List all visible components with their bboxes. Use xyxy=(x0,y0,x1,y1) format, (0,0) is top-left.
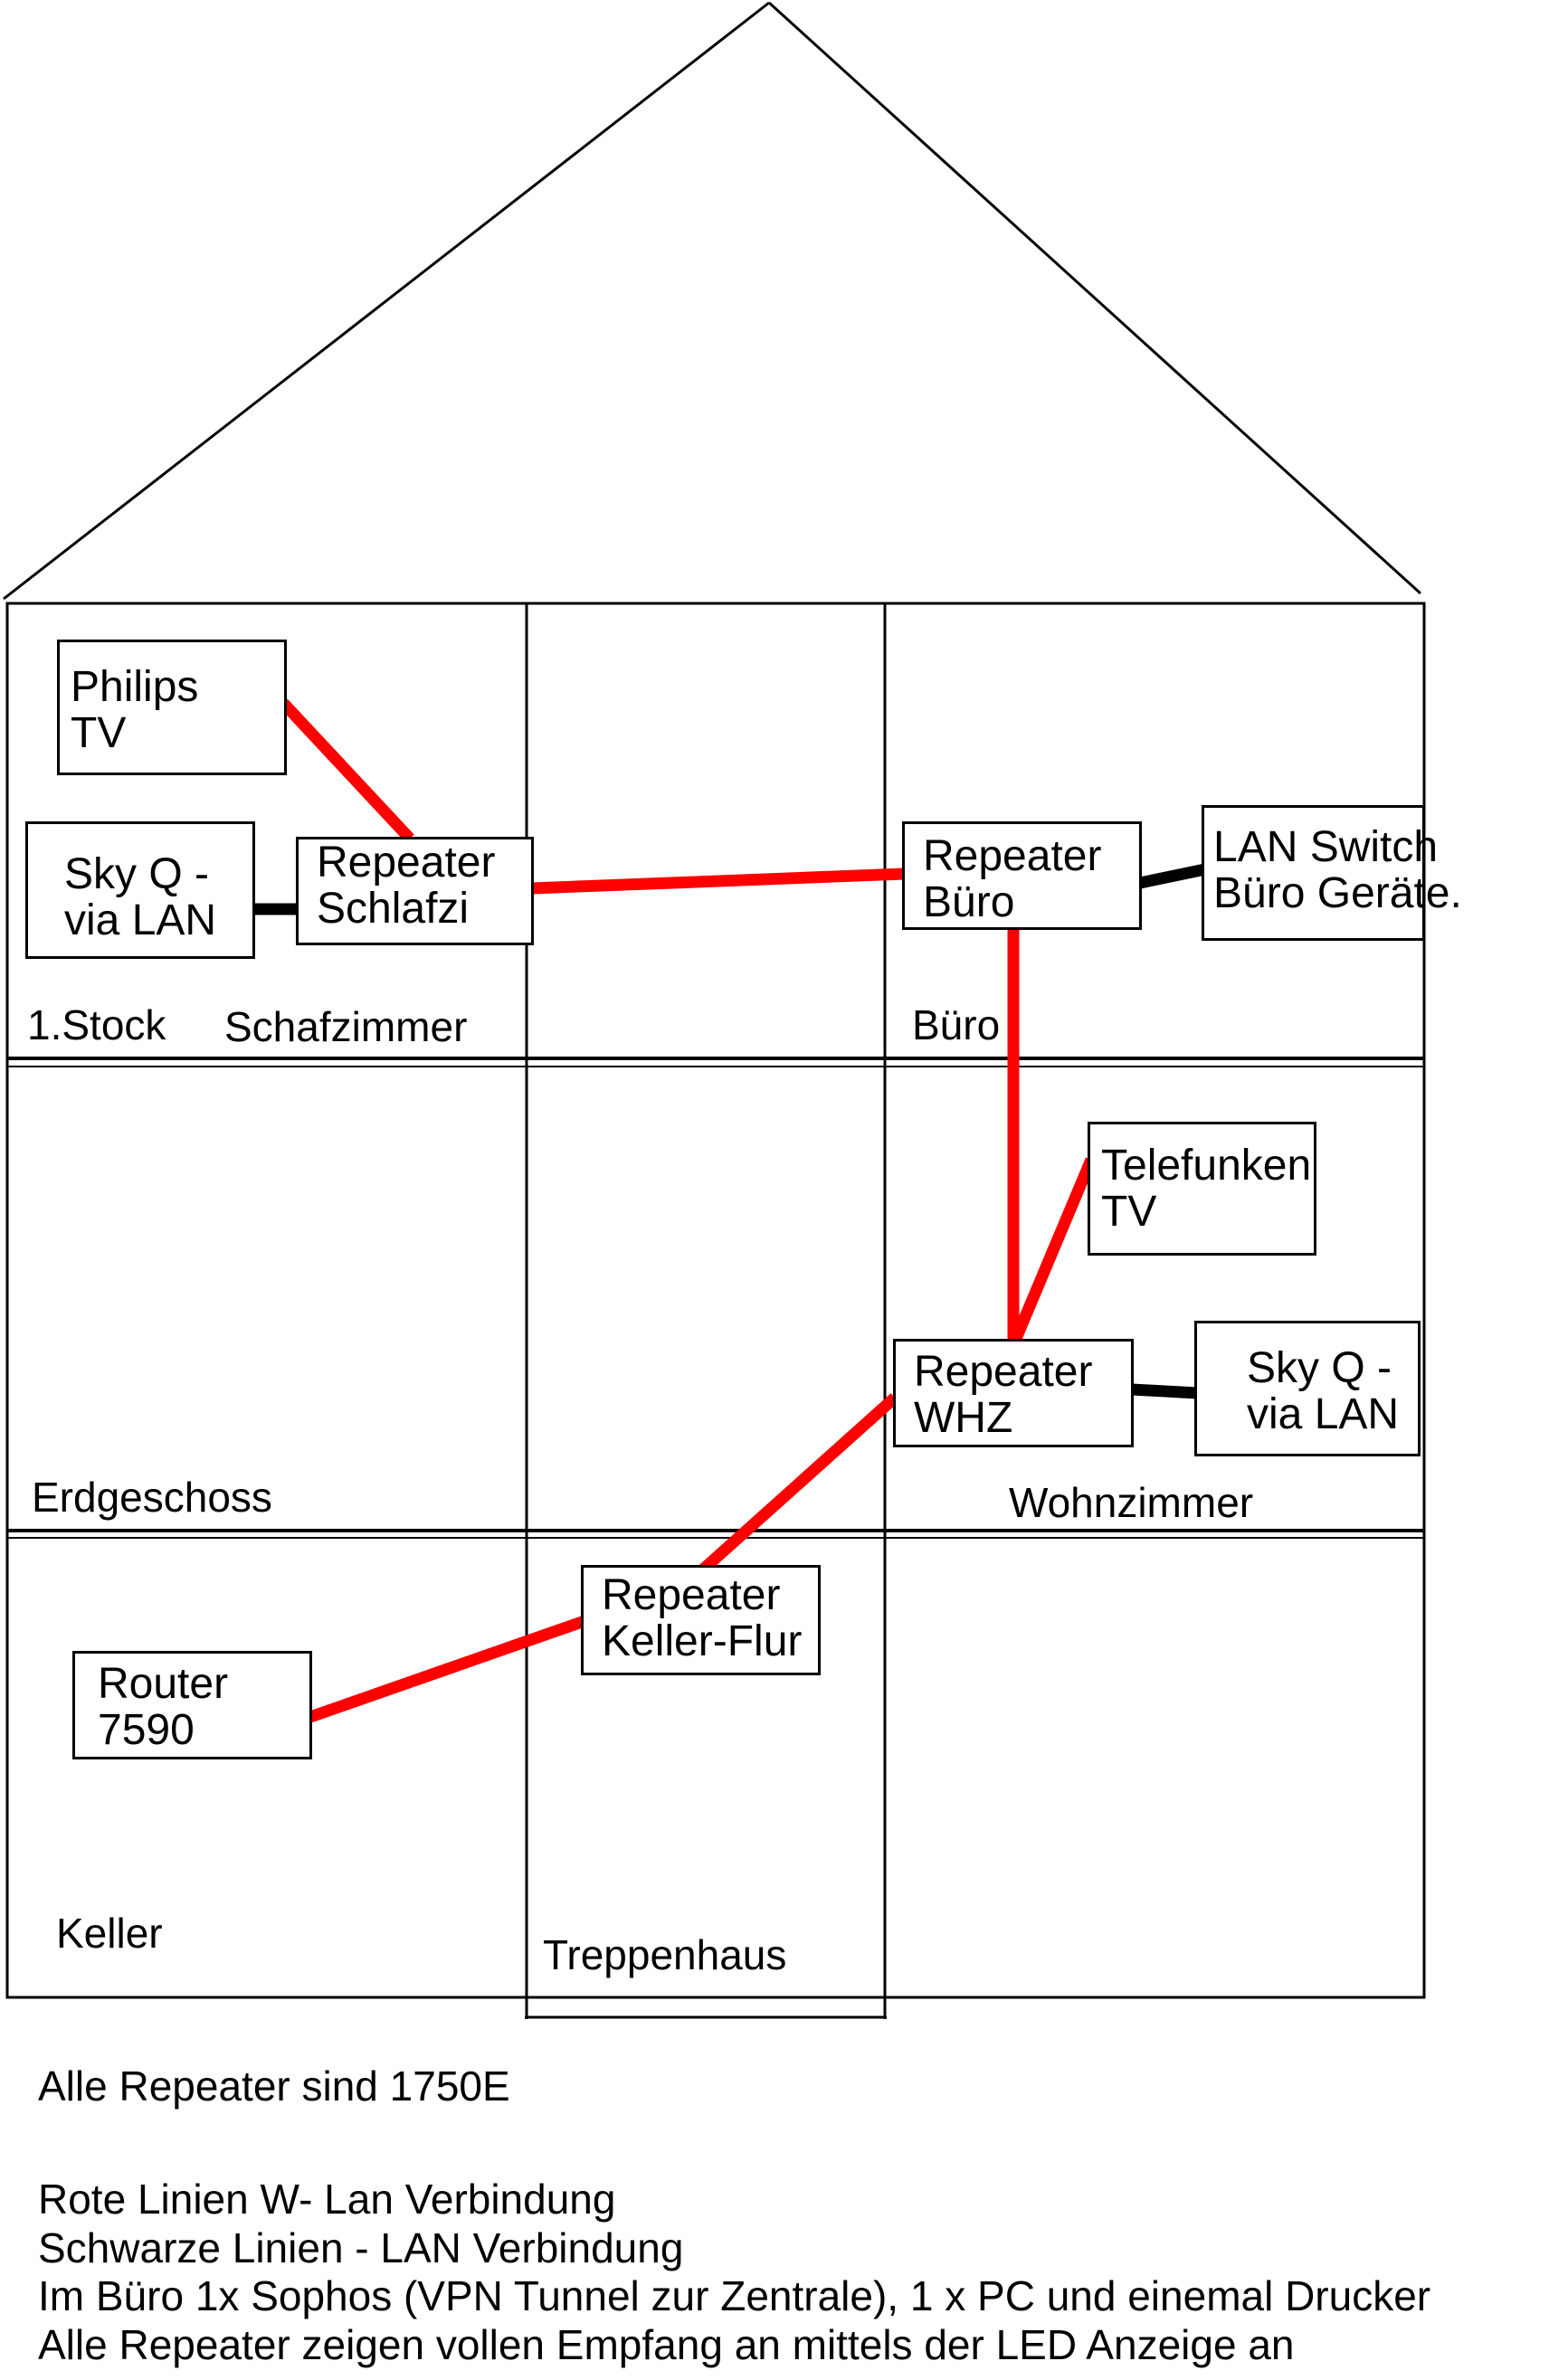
device-box-lan-switch: LAN Switch Büro Geräte. xyxy=(1202,805,1462,941)
device-label-line: Telefunken xyxy=(1101,1142,1312,1190)
floor-label-erdgeschoss: Erdgeschoss xyxy=(32,1474,272,1521)
device-label-line: Philips xyxy=(71,663,199,711)
device-box-telefunken-tv: Telefunken TV xyxy=(1088,1122,1316,1256)
lan-cable-buero-switch xyxy=(1138,863,1207,889)
device-label-line: Sky Q - xyxy=(64,850,210,898)
device-label-line: via LAN xyxy=(1247,1390,1400,1438)
device-label-line: Keller-Flur xyxy=(602,1617,803,1665)
device-label-line: 7590 xyxy=(98,1706,195,1754)
device-label-line: Büro Geräte. xyxy=(1213,869,1462,917)
device-label-line: Schlafzi xyxy=(317,885,470,933)
device-box-repeater-whz: Repeater WHZ xyxy=(893,1339,1134,1447)
device-label-line: LAN Switch xyxy=(1213,823,1439,871)
wlan-link-whz-kellerflur xyxy=(698,1393,899,1574)
note-buero-devices: Im Büro 1x Sophos (VPN Tunnel zur Zentra… xyxy=(38,2272,1431,2319)
device-label-line: TV xyxy=(1101,1188,1157,1236)
device-box-repeater-buero: Repeater Büro xyxy=(902,821,1142,930)
device-label-line: WHZ xyxy=(914,1394,1013,1442)
note-legend-red: Rote Linien W- Lan Verbindung xyxy=(38,2176,616,2223)
device-box-skyq-wohnzimmer: Sky Q - via LAN xyxy=(1194,1321,1421,1456)
device-label-line: Repeater xyxy=(317,839,496,887)
note-legend-block: Rote Linien W- Lan Verbindung Schwarze L… xyxy=(38,2176,1430,2369)
wlan-link-whz-telefunken xyxy=(1010,1157,1097,1343)
device-box-router-7590: Router 7590 xyxy=(72,1651,312,1759)
device-box-repeater-keller-flur: Repeater Keller-Flur xyxy=(581,1565,821,1675)
device-label-line: Repeater xyxy=(914,1348,1093,1396)
note-repeater-model: Alle Repeater sind 1750E xyxy=(38,2062,510,2110)
wlan-link-schlafzi-buero xyxy=(531,868,905,895)
room-label-schafzimmer: Schafzimmer xyxy=(224,1003,468,1050)
room-label-wohnzimmer: Wohnzimmer xyxy=(1009,1479,1254,1526)
roof-right-line xyxy=(767,1,1422,595)
lan-cable-whz-skyq xyxy=(1131,1383,1199,1399)
device-label-line: Router xyxy=(98,1660,229,1708)
device-label-line: Büro xyxy=(923,878,1015,926)
device-label-line: TV xyxy=(71,709,127,757)
wlan-link-kellerflur-router xyxy=(308,1615,587,1723)
device-box-repeater-schlafzi: Repeater Schlafzi xyxy=(296,837,534,945)
note-repeater-leds: Alle Repeater zeigen vollen Empfang an m… xyxy=(38,2320,1295,2368)
device-label-line: Repeater xyxy=(602,1571,781,1619)
floor-label-1stock: 1.Stock xyxy=(27,1001,166,1048)
floor-label-keller: Keller xyxy=(56,1910,163,1957)
room-label-buero: Büro xyxy=(912,1001,1001,1048)
device-box-philips-tv: Philips TV xyxy=(57,640,287,775)
note-legend-black: Schwarze Linien - LAN Verbindung xyxy=(38,2224,684,2271)
device-label-line: via LAN xyxy=(64,896,217,944)
roof-left-line xyxy=(3,1,770,601)
wlan-link-philips-schlafzi xyxy=(279,698,414,843)
room-label-treppenhaus: Treppenhaus xyxy=(543,1931,787,1978)
house-body-outline xyxy=(5,602,1426,1999)
device-label-line: Sky Q - xyxy=(1247,1344,1392,1392)
device-box-skyq-schlafzimmer: Sky Q - via LAN xyxy=(25,821,255,959)
device-label-line: Repeater xyxy=(923,832,1102,880)
